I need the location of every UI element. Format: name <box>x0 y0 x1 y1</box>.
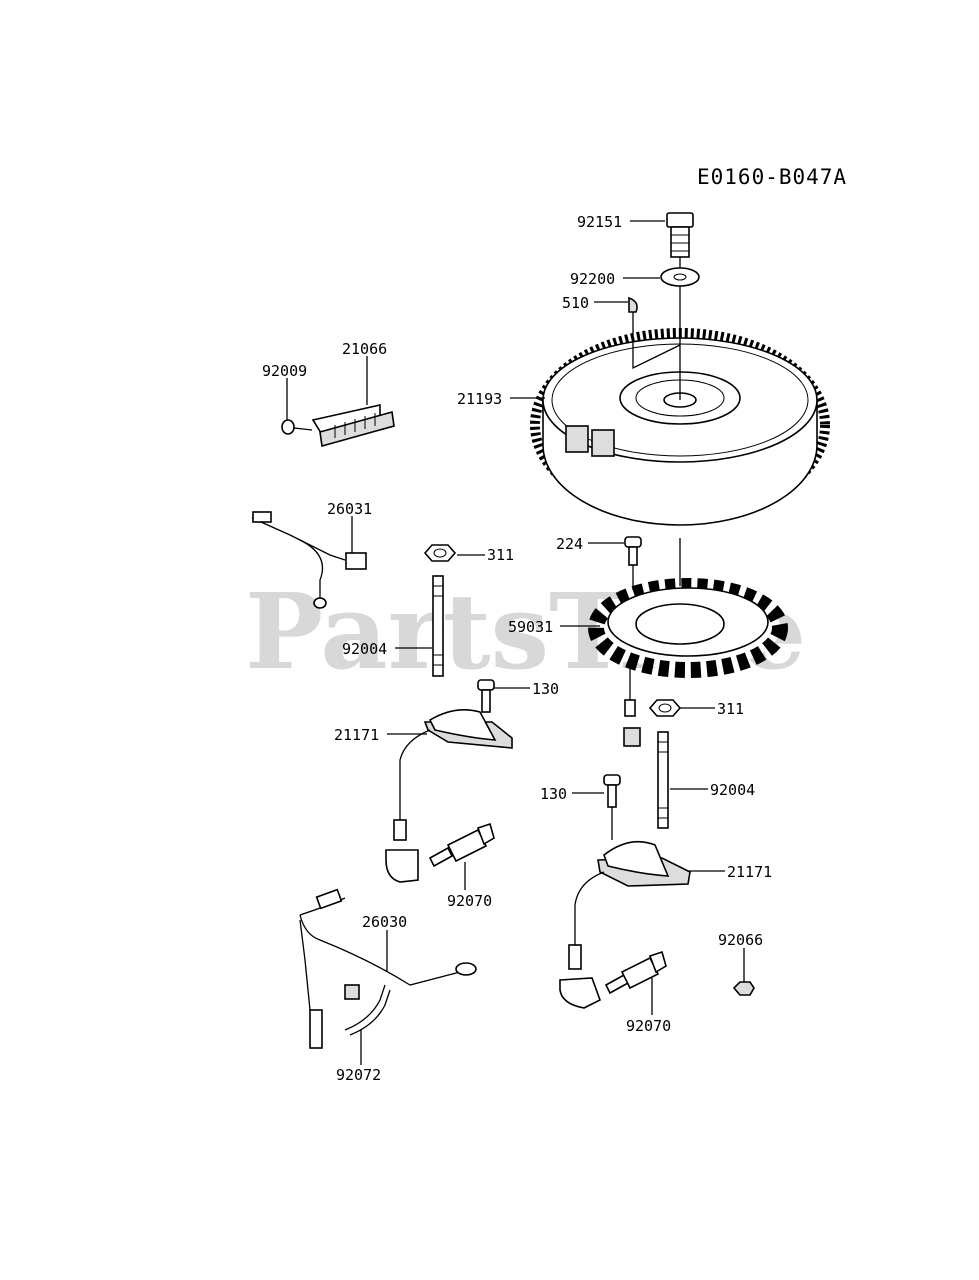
part-label-311-left[interactable]: 311 <box>487 546 514 564</box>
part-label-92066[interactable]: 92066 <box>718 931 763 949</box>
connector-92072[interactable] <box>344 984 391 1036</box>
spark-plug-92070-left[interactable] <box>428 822 495 868</box>
part-label-21171-right[interactable]: 21171 <box>727 863 772 881</box>
bolt-92151[interactable] <box>666 212 694 258</box>
ignition-coil-21171-right[interactable] <box>559 840 691 1009</box>
part-label-92004-right[interactable]: 92004 <box>710 781 755 799</box>
part-label-59031[interactable]: 59031 <box>508 618 553 636</box>
part-label-311-right[interactable]: 311 <box>717 700 744 718</box>
diagram-code: E0160-B047A <box>697 165 847 189</box>
part-label-26030[interactable]: 26030 <box>362 913 407 931</box>
part-label-92070-left[interactable]: 92070 <box>447 892 492 910</box>
washer-92200[interactable] <box>660 267 700 287</box>
part-label-26031[interactable]: 26031 <box>327 500 372 518</box>
harness-26030[interactable] <box>299 888 477 1049</box>
leader-lines <box>286 220 745 1065</box>
part-label-130-left[interactable]: 130 <box>532 680 559 698</box>
part-label-92200[interactable]: 92200 <box>570 270 615 288</box>
bolt-224[interactable] <box>624 536 642 590</box>
ignition-coil-21171-left[interactable] <box>385 709 513 883</box>
nut-92066[interactable] <box>732 981 755 996</box>
part-label-92070-right[interactable]: 92070 <box>626 1017 671 1035</box>
part-label-92072[interactable]: 92072 <box>336 1066 381 1084</box>
axis-line <box>632 312 681 370</box>
part-label-510[interactable]: 510 <box>562 294 589 312</box>
spark-plug-92070-right[interactable] <box>604 950 667 995</box>
part-label-130-right[interactable]: 130 <box>540 785 567 803</box>
part-label-21171-left[interactable]: 21171 <box>334 726 379 744</box>
screw-92009[interactable] <box>281 419 313 435</box>
part-label-92151[interactable]: 92151 <box>577 213 622 231</box>
stud-92004-right[interactable] <box>657 731 669 829</box>
nut-311-left[interactable] <box>423 544 457 562</box>
bolt-130-left[interactable] <box>477 679 495 713</box>
nut-311-right[interactable] <box>648 699 682 717</box>
part-label-92004-left[interactable]: 92004 <box>342 640 387 658</box>
stud-92004-left[interactable] <box>432 575 444 677</box>
stator-59031[interactable] <box>588 578 788 747</box>
regulator-21066[interactable] <box>311 404 395 448</box>
key-510[interactable] <box>628 296 638 313</box>
part-label-224[interactable]: 224 <box>556 535 583 553</box>
part-label-21193[interactable]: 21193 <box>457 390 502 408</box>
harness-26031[interactable] <box>251 511 367 609</box>
part-label-21066[interactable]: 21066 <box>342 340 387 358</box>
bolt-130-right[interactable] <box>603 774 621 840</box>
part-label-92009[interactable]: 92009 <box>262 362 307 380</box>
